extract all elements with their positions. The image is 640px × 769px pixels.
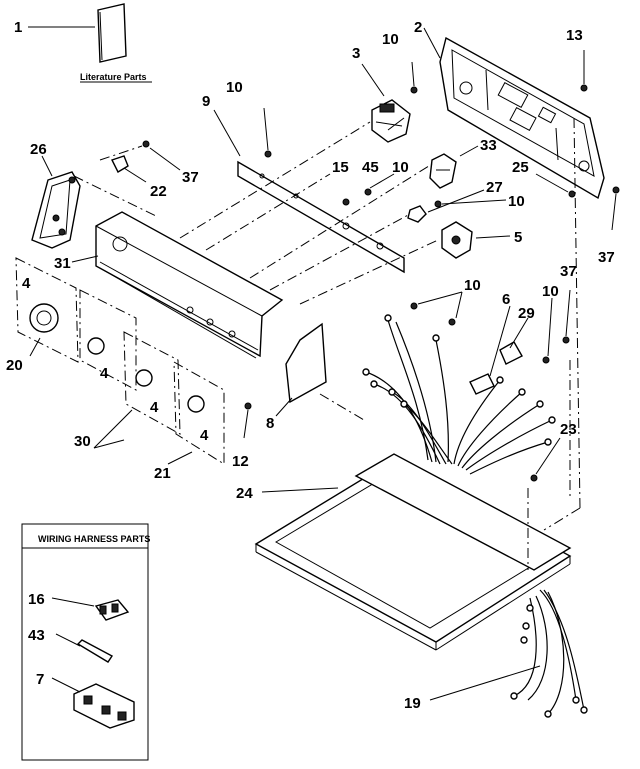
callout-24: 24 — [236, 485, 253, 502]
callout-5: 5 — [514, 229, 522, 246]
callout-25: 25 — [512, 159, 529, 176]
callout-labels: 1 2 3 10 13 9 10 26 37 22 15 45 10 33 25… — [6, 19, 615, 712]
callout-2: 2 — [414, 19, 422, 36]
timer — [361, 63, 411, 143]
callout-9: 9 — [202, 93, 210, 110]
clip-27 — [407, 189, 485, 223]
callout-33: 33 — [480, 137, 497, 154]
callout-6: 6 — [502, 291, 510, 308]
callout-37c: 37 — [560, 263, 577, 280]
top-cover — [254, 453, 572, 651]
callout-43: 43 — [28, 627, 45, 644]
wiring-harness — [362, 305, 556, 475]
knob-group — [15, 257, 225, 465]
literature-parts-label: Literature Parts — [80, 72, 147, 82]
callout-16: 16 — [28, 591, 45, 608]
callout-7: 7 — [36, 671, 44, 688]
callout-4a: 4 — [22, 275, 31, 292]
callout-10b: 10 — [226, 79, 243, 96]
rear-console-panel — [423, 27, 605, 200]
literature-booklet: Literature Parts — [28, 3, 152, 83]
console-31 — [71, 211, 284, 359]
callout-23: 23 — [560, 421, 577, 438]
wiring-harness-inset: WIRING HARNESS PARTS — [21, 523, 150, 761]
callout-45: 45 — [362, 159, 379, 176]
callout-4c: 4 — [150, 399, 159, 416]
callout-20: 20 — [6, 357, 23, 374]
callout-8: 8 — [266, 415, 274, 432]
console-bracket — [213, 109, 405, 274]
callout-10a: 10 — [382, 31, 399, 48]
callout-29: 29 — [518, 305, 535, 322]
switch-block — [441, 221, 511, 259]
bracket-33 — [429, 145, 479, 189]
callout-21: 21 — [154, 465, 171, 482]
callout-4d: 4 — [200, 427, 209, 444]
wiring-harness-19 — [429, 589, 588, 718]
callout-1: 1 — [14, 19, 22, 36]
end-cap-26 — [31, 155, 81, 249]
callout-4b: 4 — [100, 365, 109, 382]
callout-10d: 10 — [508, 193, 525, 210]
callout-12: 12 — [232, 453, 249, 470]
callout-26: 26 — [30, 141, 47, 158]
assembly-lines — [73, 117, 581, 570]
callout-10f: 10 — [542, 283, 559, 300]
callout-3: 3 — [352, 45, 360, 62]
screws — [142, 50, 620, 482]
callout-30: 30 — [74, 433, 91, 450]
callout-10e: 10 — [464, 277, 481, 294]
callout-10c: 10 — [392, 159, 409, 176]
callout-19: 19 — [404, 695, 421, 712]
callout-13: 13 — [566, 27, 583, 44]
callout-37b: 37 — [598, 249, 615, 266]
callout-31: 31 — [54, 255, 71, 272]
inset-title: WIRING HARNESS PARTS — [38, 534, 150, 544]
clip-22 — [111, 155, 147, 183]
callout-37a: 37 — [182, 169, 199, 186]
callout-27: 27 — [486, 179, 503, 196]
callout-15: 15 — [332, 159, 349, 176]
end-panel-8 — [275, 322, 327, 417]
callout-22: 22 — [150, 183, 167, 200]
